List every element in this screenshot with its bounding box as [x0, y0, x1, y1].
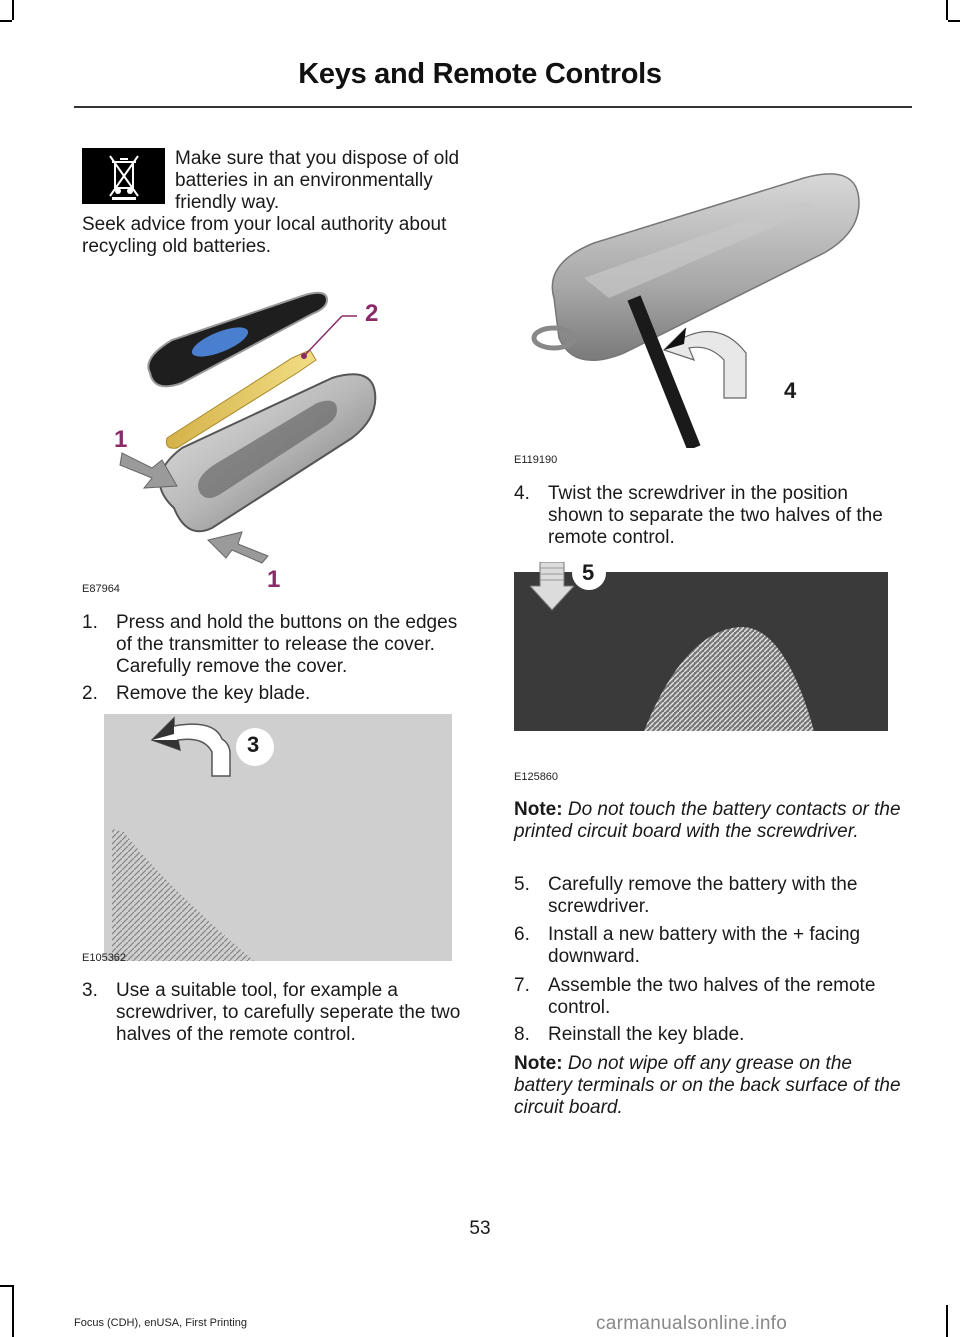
figure-code: E87964 — [82, 583, 120, 595]
step-number: 4. — [514, 483, 530, 504]
figure-open-fob: 3 — [104, 714, 452, 961]
figure-screwdriver-twist: 4 — [514, 148, 894, 451]
crop-mark — [0, 1285, 12, 1287]
figure-battery-removal — [514, 572, 888, 731]
callout-label: 1 — [267, 566, 281, 593]
step-number: 6. — [514, 924, 530, 945]
step-number: 7. — [514, 975, 530, 996]
note-text: Do not wipe off any grease on the batter… — [514, 1053, 901, 1118]
step-item: 3. Use a suitable tool, for example a sc… — [82, 980, 477, 1046]
crop-mark — [946, 1305, 948, 1337]
weee-disposal-text: Make sure that you dispose of old batter… — [175, 148, 460, 213]
step-item: 7. Assemble the two halves of the remote… — [514, 975, 909, 1019]
note: Note: Do not touch the battery contacts … — [514, 799, 909, 843]
watermark: carmanualsonline.info — [596, 1313, 788, 1334]
edition-info: Focus (CDH), enUSA, First Printing — [74, 1317, 247, 1329]
callout-label: 2 — [365, 300, 379, 327]
step-number: 1. — [82, 612, 98, 633]
step-text: Install a new battery with the + facing … — [548, 924, 861, 967]
callout-label: 3 — [247, 732, 260, 757]
step-number: 2. — [82, 683, 98, 704]
callout-label: 5 — [582, 560, 595, 585]
step-text: Carefully remove the battery with the sc… — [548, 874, 858, 917]
header-divider — [74, 106, 912, 108]
recycling-advice-text: Seek advice from your local authority ab… — [82, 214, 447, 257]
weee-bin-icon — [82, 148, 165, 204]
step-item: 8. Reinstall the key blade. — [514, 1024, 909, 1046]
step-item: 1. Press and hold the buttons on the edg… — [82, 612, 477, 678]
note-text: Do not touch the battery contacts or the… — [514, 799, 901, 842]
note-label: Note: — [514, 1053, 563, 1074]
step-number: 8. — [514, 1024, 530, 1045]
step-text: Assemble the two halves of the remote co… — [548, 975, 876, 1018]
callout-badge — [572, 556, 606, 590]
step-number: 3. — [82, 980, 98, 1001]
step-item: 6. Install a new battery with the + faci… — [514, 924, 909, 968]
crop-mark — [12, 0, 14, 20]
step-item: 4. Twist the screwdriver in the position… — [514, 483, 909, 549]
step-item: 2. Remove the key blade. — [82, 683, 477, 705]
down-arrow-icon — [528, 561, 576, 612]
figure-code: E105362 — [82, 952, 127, 964]
callout-badge — [236, 728, 274, 766]
crop-mark — [946, 0, 948, 20]
note-label: Note: — [514, 799, 563, 820]
figure-code: E125860 — [514, 771, 559, 783]
figure-exploded-key-fob: 2 1 1 — [82, 278, 482, 593]
step-text: Press and hold the buttons on the edges … — [116, 612, 458, 677]
callout-label: 1 — [114, 426, 128, 453]
crop-mark — [12, 1285, 14, 1337]
step-text: Remove the key blade. — [116, 683, 311, 704]
step-text: Twist the screwdriver in the position sh… — [548, 483, 883, 548]
step-text: Use a suitable tool, for example a screw… — [116, 980, 461, 1045]
callout-label: 4 — [784, 378, 797, 403]
step-item: 5. Carefully remove the battery with the… — [514, 874, 909, 918]
page-number: 53 — [469, 1218, 491, 1239]
crop-mark — [0, 20, 12, 22]
crop-mark — [948, 20, 960, 22]
page-title: Keys and Remote Controls — [298, 58, 662, 90]
step-number: 5. — [514, 874, 530, 895]
note: Note: Do not wipe off any grease on the … — [514, 1053, 909, 1119]
figure-code: E119190 — [514, 454, 558, 466]
step-text: Reinstall the key blade. — [548, 1024, 745, 1045]
